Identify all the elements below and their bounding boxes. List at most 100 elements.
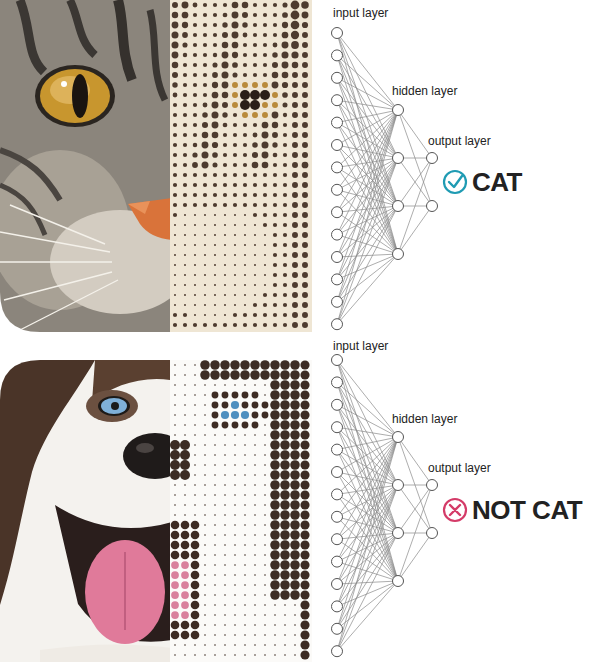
pixel-dot: [254, 274, 256, 276]
pixel-dot: [193, 83, 197, 87]
pixel-dot: [214, 224, 216, 226]
pixel-dot: [173, 213, 177, 217]
pixel-dot: [242, 12, 248, 18]
pixel-dot: [223, 183, 227, 187]
pixel-dot: [173, 123, 177, 127]
pixel-dot: [264, 544, 266, 546]
pixel-dot: [300, 360, 309, 369]
pixel-dot: [194, 444, 196, 446]
pixel-dot: [270, 590, 280, 600]
neuron: [332, 399, 343, 410]
pixel-dot: [194, 514, 196, 516]
pixel-dot: [224, 544, 226, 546]
pixel-dot: [243, 143, 247, 147]
pixel-dot: [254, 444, 256, 446]
pixel-dot: [184, 644, 186, 646]
pixel-dot: [193, 63, 197, 67]
pixel-dot: [264, 424, 266, 426]
pixel-dot: [290, 460, 300, 470]
network-link: [337, 581, 398, 606]
pixel-dot: [253, 73, 257, 77]
pixel-dot: [183, 173, 187, 177]
network-link: [337, 485, 398, 584]
pixel-dot: [302, 322, 308, 328]
pixel-dot: [184, 494, 186, 496]
pixel-dot: [214, 594, 216, 596]
pixel-dot: [194, 414, 196, 416]
pixel-dot: [174, 374, 176, 376]
pixel-dot: [264, 454, 266, 456]
pixel-dot: [262, 402, 269, 409]
pixel-dot: [224, 294, 226, 296]
cross-circle: [444, 499, 466, 521]
network-link: [337, 427, 398, 581]
pixel-dot: [184, 274, 186, 276]
pixel-dot: [194, 464, 196, 466]
pixel-dot: [300, 490, 309, 499]
pixel-dot: [192, 162, 198, 168]
pixel-dot: [272, 62, 278, 68]
pixel-dot: [173, 313, 177, 317]
pixel-dot: [191, 521, 200, 530]
dog-pupil: [111, 402, 119, 410]
pixel-dot: [184, 514, 186, 516]
pixel-dot: [292, 112, 298, 118]
pixel-dot: [244, 594, 246, 596]
pixel-dot: [222, 82, 229, 89]
neuron: [393, 105, 404, 116]
pixel-dot: [263, 223, 267, 227]
pixel-dot: [224, 494, 226, 496]
pixel-dot: [204, 214, 206, 216]
pixel-dot: [270, 400, 280, 410]
neuron: [332, 140, 343, 151]
pixel-dot: [223, 133, 227, 137]
pixel-dot: [302, 172, 308, 178]
pixel-dot: [254, 464, 256, 466]
pixel-dot: [234, 564, 236, 566]
pixel-dot: [270, 480, 280, 490]
pixel-dot: [253, 323, 257, 327]
pixel-dot: [183, 183, 187, 187]
pixel-dot: [232, 52, 238, 58]
pixel-dot: [174, 224, 176, 226]
pixel-dot: [174, 384, 176, 386]
pixel-dot: [193, 103, 197, 107]
pixel-dot: [202, 112, 207, 117]
pixel-dot: [283, 283, 287, 287]
pixel-dot: [292, 62, 299, 69]
pixel-dot: [290, 400, 300, 410]
pixel-dot: [244, 534, 246, 536]
pixel-dot: [300, 650, 309, 659]
pixel-dot: [234, 584, 236, 586]
pixel-dot: [214, 604, 216, 606]
pixel-dot: [234, 254, 236, 256]
pixel-dot: [242, 392, 249, 399]
pixel-dot: [290, 510, 300, 520]
pixel-dot: [273, 173, 277, 177]
pixel-dot: [214, 554, 216, 556]
pixel-dot: [262, 82, 268, 88]
pixel-dot: [214, 514, 216, 516]
pixel-dot: [234, 614, 236, 616]
neuron: [393, 528, 404, 539]
pixel-dot: [243, 323, 247, 327]
pixel-dot: [300, 440, 309, 449]
network-link: [337, 110, 398, 212]
pixel-dot: [302, 162, 309, 169]
pixel-dot: [171, 571, 179, 579]
pixel-dot: [302, 152, 308, 158]
pixel-dot: [262, 102, 268, 108]
network-link: [337, 235, 398, 254]
pixel-dot: [213, 13, 217, 17]
pixel-dot: [273, 13, 277, 17]
pixel-dot: [290, 430, 300, 440]
pixel-dot: [283, 203, 287, 207]
pixel-dot: [194, 234, 196, 236]
pixel-dot: [300, 370, 309, 379]
network-link: [398, 533, 432, 581]
pixel-dot: [264, 554, 266, 556]
pixel-dot: [300, 400, 309, 409]
pixel-dot: [264, 434, 266, 436]
network-link: [337, 533, 398, 629]
pixel-dot: [273, 273, 277, 277]
